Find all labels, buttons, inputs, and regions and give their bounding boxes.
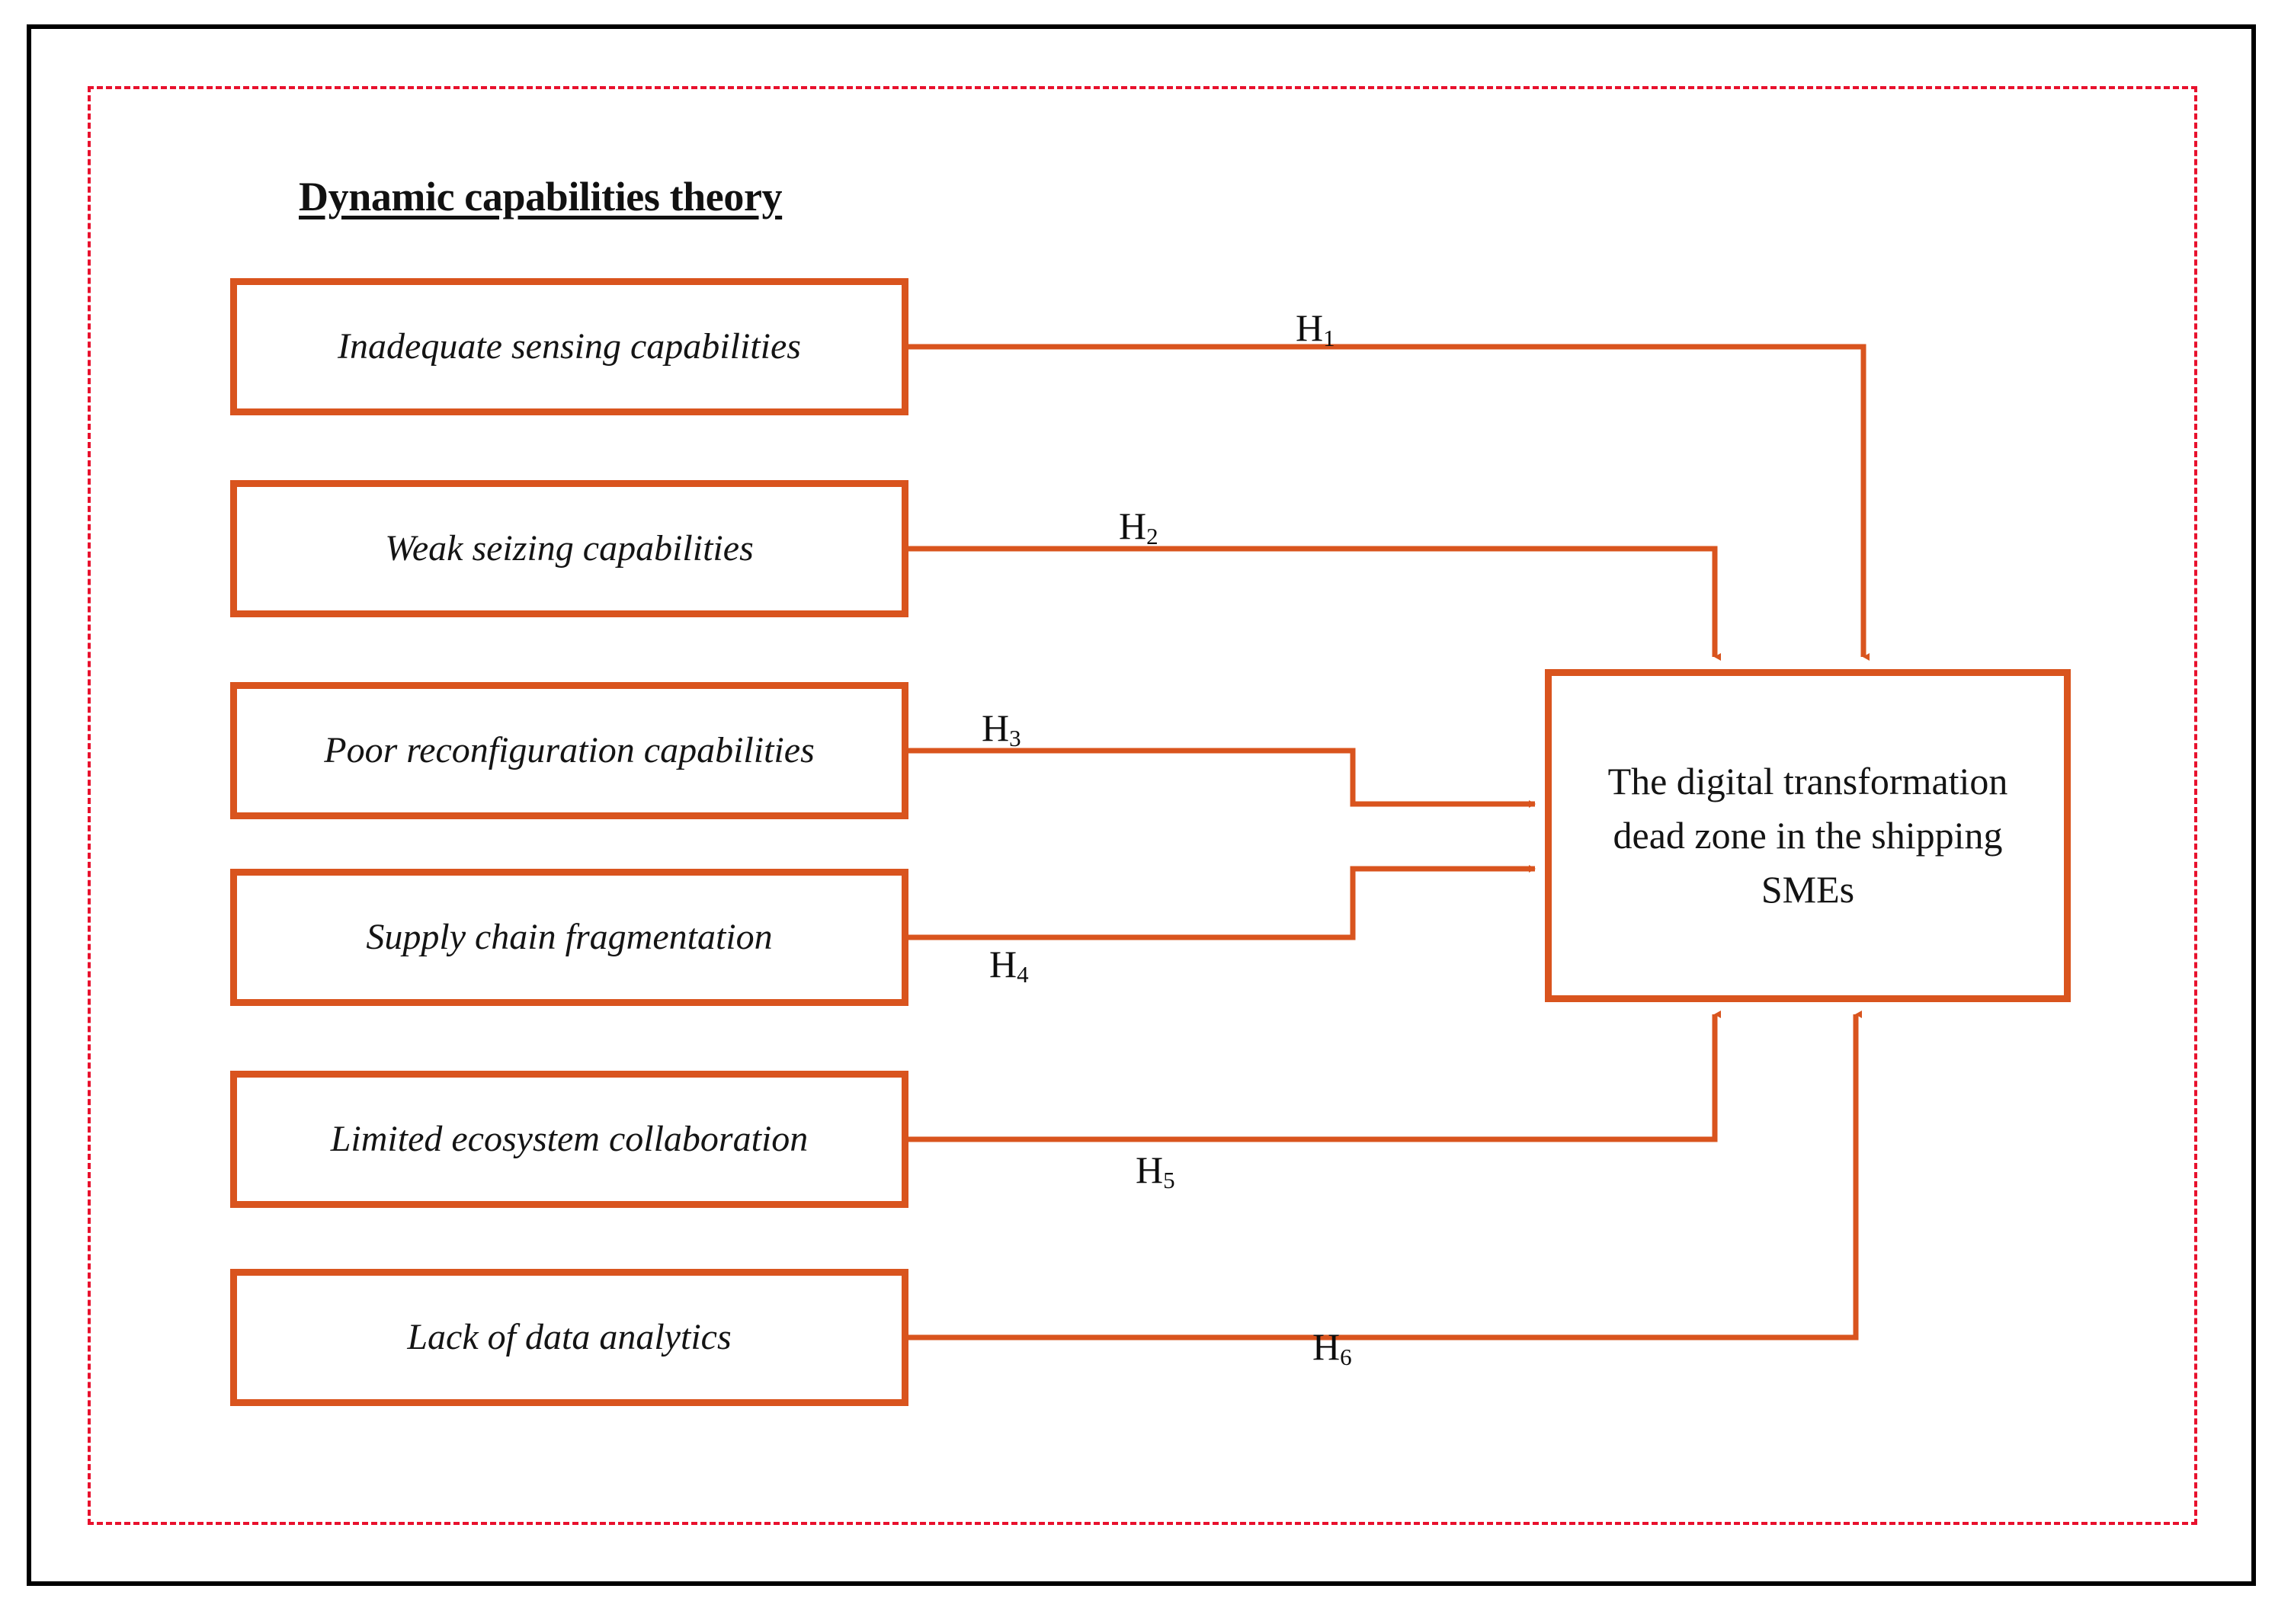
hypothesis-index: 6 xyxy=(1340,1343,1352,1370)
hypothesis-letter: H xyxy=(1119,504,1147,547)
hypothesis-index: 5 xyxy=(1163,1166,1175,1193)
hypothesis-index: 2 xyxy=(1146,522,1158,549)
factor-box-lack-of-data-analytics[interactable]: Lack of data analytics xyxy=(230,1269,908,1406)
hypothesis-label-h1: H1 xyxy=(1296,309,1335,350)
hypothesis-label-h5: H5 xyxy=(1136,1151,1175,1192)
hypothesis-letter: H xyxy=(989,943,1017,985)
factor-box-supply-chain-fragmentation[interactable]: Supply chain fragmentation xyxy=(230,869,908,1006)
theory-title: Dynamic capabilities theory xyxy=(299,174,783,219)
outcome-box-digital-transformation-dead-zone[interactable]: The digital transformation dead zone in … xyxy=(1545,669,2071,1002)
hypothesis-label-h3: H3 xyxy=(982,709,1021,750)
hypothesis-letter: H xyxy=(1136,1148,1164,1191)
hypothesis-index: 4 xyxy=(1017,960,1029,988)
factor-label: Weak seizing capabilities xyxy=(385,528,754,569)
factor-box-poor-reconfiguration-capabilities[interactable]: Poor reconfiguration capabilities xyxy=(230,682,908,819)
hypothesis-index: 1 xyxy=(1323,324,1335,351)
hypothesis-letter: H xyxy=(1312,1325,1341,1368)
factor-label: Supply chain fragmentation xyxy=(366,917,773,958)
hypothesis-label-h6: H6 xyxy=(1312,1328,1352,1369)
hypothesis-letter: H xyxy=(1296,306,1324,349)
factor-label: Lack of data analytics xyxy=(407,1317,732,1358)
hypothesis-letter: H xyxy=(982,706,1010,749)
outcome-label: The digital transformation dead zone in … xyxy=(1607,760,2008,911)
inner-dashed-frame-border xyxy=(88,86,2197,1525)
factor-box-weak-seizing-capabilities[interactable]: Weak seizing capabilities xyxy=(230,480,908,617)
factor-label: Poor reconfiguration capabilities xyxy=(324,730,815,771)
factor-box-inadequate-sensing-capabilities[interactable]: Inadequate sensing capabilities xyxy=(230,278,908,415)
factor-label: Limited ecosystem collaboration xyxy=(330,1119,809,1160)
factor-label: Inadequate sensing capabilities xyxy=(338,326,801,367)
hypothesis-label-h2: H2 xyxy=(1119,507,1158,548)
factor-box-limited-ecosystem-collaboration[interactable]: Limited ecosystem collaboration xyxy=(230,1071,908,1208)
hypothesis-index: 3 xyxy=(1009,724,1021,751)
hypothesis-label-h4: H4 xyxy=(989,945,1029,986)
